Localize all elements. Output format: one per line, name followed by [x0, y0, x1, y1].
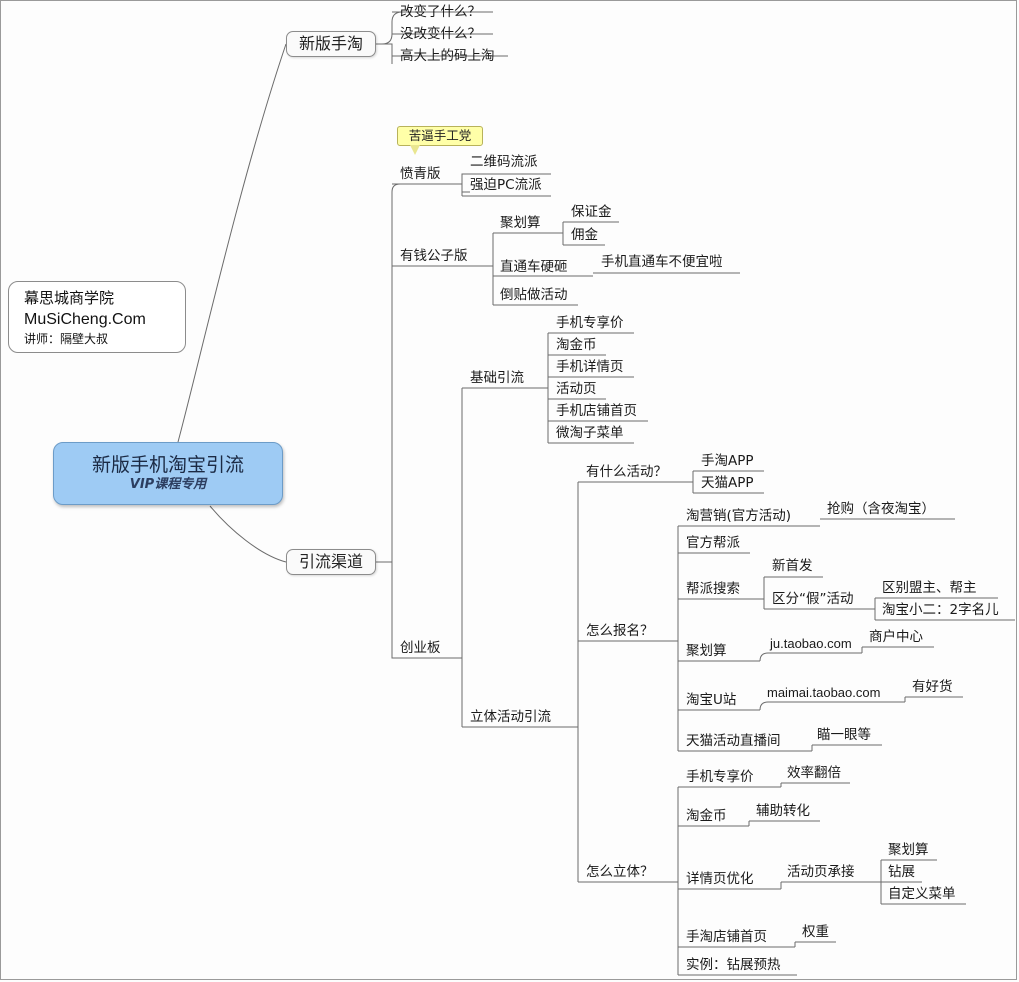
- node-leader-diff[interactable]: 区别盟主、帮主: [882, 580, 977, 596]
- node-how-register[interactable]: 怎么报名？: [586, 623, 654, 639]
- link-maimai-taobao[interactable]: maimai.taobao.com: [767, 685, 881, 700]
- node-peek[interactable]: 瞄一眼等: [817, 727, 871, 743]
- node-tmall-app[interactable]: 天猫APP: [701, 475, 754, 491]
- node-subsidy-activity[interactable]: 倒贴做活动: [500, 287, 568, 303]
- node-deposit[interactable]: 保证金: [571, 204, 612, 220]
- node-activity-landing[interactable]: 活动页承接: [787, 864, 855, 880]
- link-ju-taobao[interactable]: ju.taobao.com: [770, 636, 852, 651]
- node-how-3d[interactable]: 怎么立体？: [586, 864, 654, 880]
- node-shop-home[interactable]: 手机店铺首页: [556, 403, 637, 419]
- node-conversion[interactable]: 辅助转化: [756, 803, 810, 819]
- node-example[interactable]: 实例：钻展预热: [686, 957, 781, 973]
- node-ju-register[interactable]: 聚划算: [686, 643, 727, 659]
- node-fenqing[interactable]: 愤青版: [400, 166, 441, 182]
- node-merchant-center[interactable]: 商户中心: [869, 629, 923, 645]
- node-startup-version[interactable]: 创业板: [400, 640, 441, 656]
- node-good-items[interactable]: 有好货: [912, 679, 953, 695]
- node-activity-page[interactable]: 活动页: [556, 381, 597, 397]
- central-topic[interactable]: 新版手机淘宝引流 VIP课程专用: [53, 442, 283, 505]
- node-taobao-staff[interactable]: 淘宝小二：2字名儿: [882, 602, 999, 618]
- node-fake-activity[interactable]: 区分“假”活动: [772, 591, 854, 607]
- node-efficiency[interactable]: 效率翻倍: [787, 765, 841, 781]
- node-3d-taojinbi[interactable]: 淘金币: [686, 808, 727, 824]
- central-subtitle: VIP课程专用: [129, 477, 207, 492]
- node-zuanzhan[interactable]: 钻展: [888, 864, 915, 880]
- node-group-search[interactable]: 帮派搜索: [686, 581, 740, 597]
- node-u-station[interactable]: 淘宝U站: [686, 692, 737, 708]
- node-what-unchanged[interactable]: 没改变什么？: [400, 26, 481, 42]
- node-qrcode-school[interactable]: 二维码流派: [470, 154, 538, 170]
- site-name: MuSiCheng.Com: [24, 311, 146, 328]
- node-ztc-expensive[interactable]: 手机直通车不便宜啦: [601, 254, 723, 270]
- node-3d-shop-home[interactable]: 手淘店铺首页: [686, 929, 767, 945]
- callout-note[interactable]: 苦逼手工党: [397, 126, 483, 146]
- node-taojinbi[interactable]: 淘金币: [556, 337, 597, 353]
- node-flash-sale[interactable]: 抢购（含夜淘宝）: [827, 501, 935, 517]
- node-tmall-live[interactable]: 天猫活动直播间: [686, 733, 781, 749]
- node-3d-juhuasuan[interactable]: 聚划算: [888, 842, 929, 858]
- node-detail-optimize[interactable]: 详情页优化: [686, 871, 754, 887]
- node-3d-mobile-price[interactable]: 手机专享价: [686, 769, 754, 785]
- node-weitao-menu[interactable]: 微淘子菜单: [556, 425, 624, 441]
- callout-tail: [410, 145, 420, 155]
- node-3d-traffic[interactable]: 立体活动引流: [470, 709, 551, 725]
- node-pc-school[interactable]: 强迫PC流派: [470, 177, 542, 193]
- node-ztc[interactable]: 直通车硬砸: [500, 259, 568, 275]
- node-tao-marketing[interactable]: 淘营销(官方活动): [686, 508, 792, 524]
- node-weight[interactable]: 权重: [802, 924, 829, 940]
- topic-new-app[interactable]: 新版手淘: [286, 31, 376, 57]
- node-rich-version[interactable]: 有钱公子版: [400, 248, 468, 264]
- node-what-activities[interactable]: 有什么活动？: [586, 464, 667, 480]
- central-title: 新版手机淘宝引流: [91, 454, 244, 476]
- node-taobao-app[interactable]: 手淘APP: [701, 453, 754, 469]
- node-commission[interactable]: 佣金: [571, 227, 598, 243]
- node-qr-taobao[interactable]: 高大上的码上淘: [400, 48, 495, 64]
- node-mobile-detail[interactable]: 手机详情页: [556, 359, 624, 375]
- school-name: 幕思城商学院: [24, 289, 115, 307]
- node-juhuasuan[interactable]: 聚划算: [500, 215, 541, 231]
- node-new-launch[interactable]: 新首发: [772, 558, 813, 574]
- node-official-group[interactable]: 官方帮派: [686, 535, 740, 551]
- node-basic-traffic[interactable]: 基础引流: [470, 370, 524, 386]
- node-custom-menu[interactable]: 自定义菜单: [888, 886, 956, 902]
- info-box[interactable]: 幕思城商学院 MuSiCheng.Com 讲师：隔壁大叔: [8, 281, 186, 353]
- lecturer-name: 讲师：隔壁大叔: [24, 332, 109, 346]
- node-what-changed[interactable]: 改变了什么？: [400, 4, 481, 20]
- topic-traffic-channels[interactable]: 引流渠道: [286, 549, 376, 575]
- node-mobile-price[interactable]: 手机专享价: [556, 315, 624, 331]
